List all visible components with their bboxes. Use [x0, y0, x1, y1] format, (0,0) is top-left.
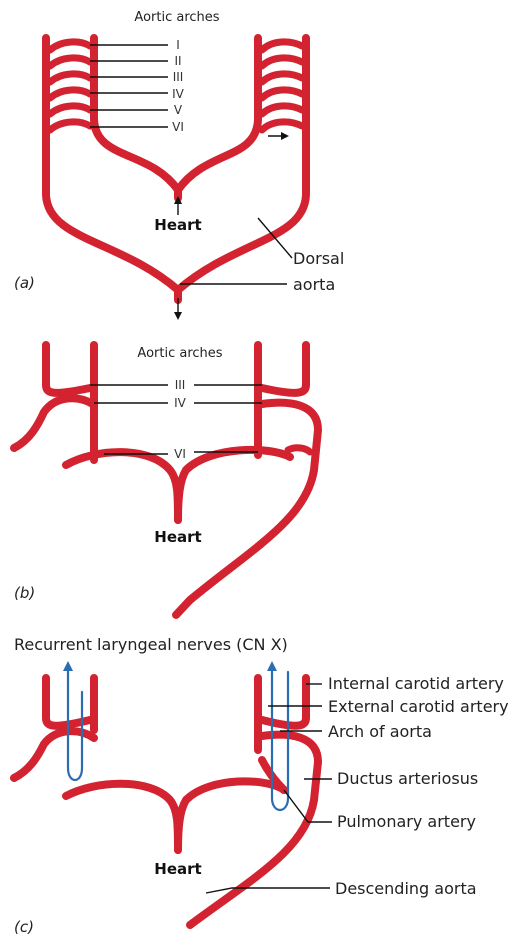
arch-numeral-6: VI — [172, 120, 184, 134]
panel-b: Aortic arches III IV VI Heart (b) — [14, 345, 318, 615]
panel-c-labels: Internal carotid artery External carotid… — [328, 674, 509, 898]
arch-numeral-5: V — [174, 103, 183, 117]
panel-a: Aortic arches — [14, 10, 344, 318]
panel-c-heart-label: Heart — [154, 860, 201, 878]
panel-a-heart-label: Heart — [154, 216, 201, 234]
panel-b-numeral-3: III — [175, 378, 186, 392]
panel-a-label: (a) — [14, 274, 35, 292]
panel-b-numeral-4: IV — [174, 396, 187, 410]
panel-b-arch-numerals: III IV VI — [174, 378, 187, 461]
arch-numeral-2: II — [174, 54, 181, 68]
label-external-carotid: External carotid artery — [328, 697, 509, 716]
label-ductus-arteriosus: Ductus arteriosus — [337, 769, 478, 788]
label-pulmonary-artery: Pulmonary artery — [337, 812, 476, 831]
panel-a-arch-numerals: I II III IV V VI — [172, 38, 185, 134]
panel-a-arches-left — [50, 42, 90, 130]
arch-numeral-1: I — [176, 38, 180, 52]
label-arch-of-aorta: Arch of aorta — [328, 722, 432, 741]
label-internal-carotid: Internal carotid artery — [328, 674, 504, 693]
panel-a-title: Aortic arches — [134, 10, 219, 25]
arch-numeral-4: IV — [172, 87, 185, 101]
panel-a-arches-right — [262, 42, 302, 130]
panel-c-label: (c) — [14, 918, 34, 936]
panel-b-title: Aortic arches — [137, 346, 222, 361]
arch-numeral-3: III — [173, 70, 184, 84]
panel-c-nerves-label: Recurrent laryngeal nerves (CN X) — [14, 635, 288, 654]
panel-b-label: (b) — [14, 584, 35, 602]
panel-a-arch-leaders — [90, 45, 168, 127]
label-descending-aorta: Descending aorta — [335, 879, 477, 898]
panel-b-numeral-6: VI — [174, 447, 186, 461]
panel-b-heart-label: Heart — [154, 528, 201, 546]
panel-a-dorsal-label: Dorsal — [293, 249, 344, 268]
panel-a-aorta-label: aorta — [293, 275, 335, 294]
panel-c: Recurrent laryngeal nerves (CN X) — [14, 635, 509, 936]
